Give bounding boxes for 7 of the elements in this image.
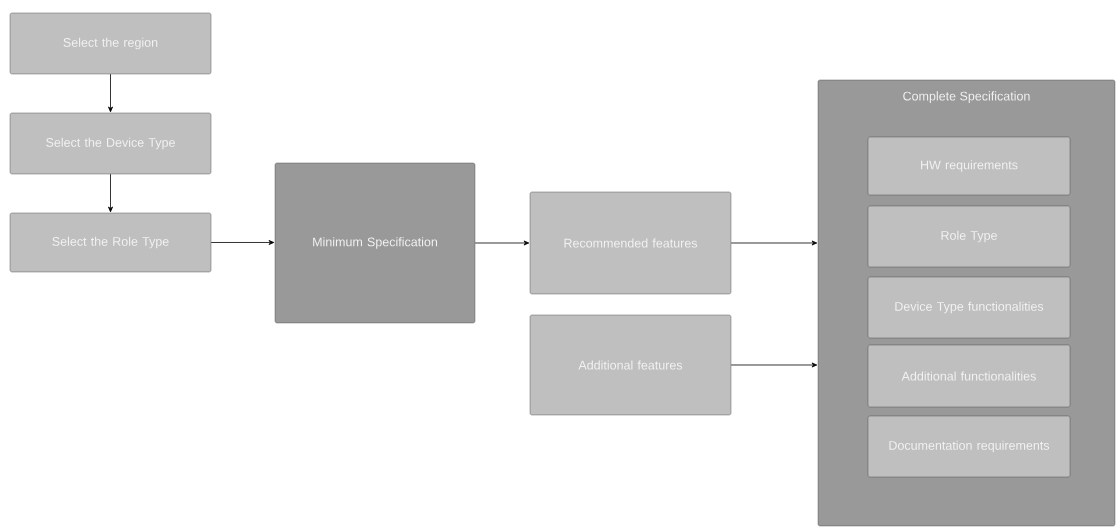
arrow	[108, 73, 113, 113]
arrow	[730, 240, 818, 246]
arrow	[474, 240, 530, 246]
arrow	[730, 362, 818, 368]
arrow	[210, 240, 275, 245]
arrow	[108, 173, 113, 213]
process-box: Minimum Specification	[274, 162, 476, 324]
